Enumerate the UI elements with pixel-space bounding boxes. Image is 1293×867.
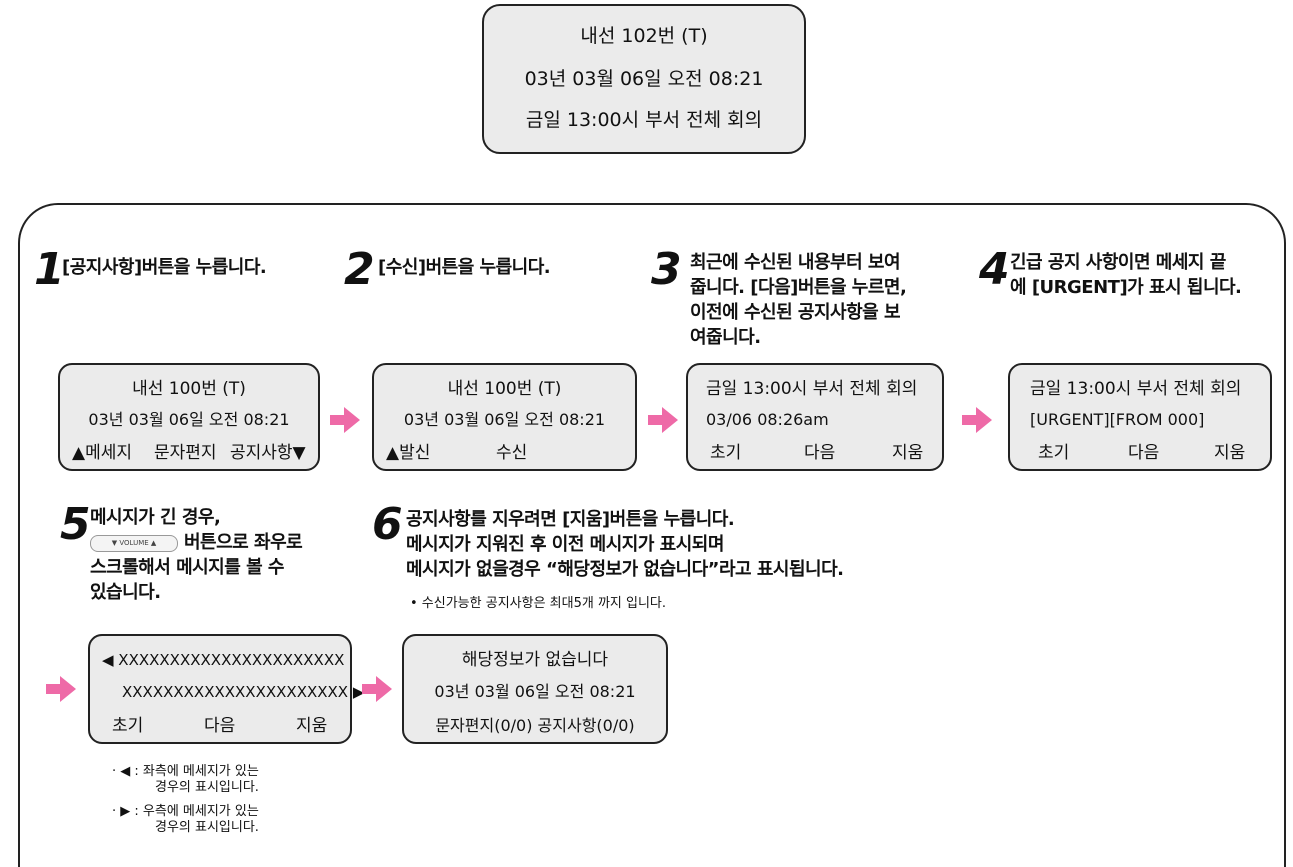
lcd-display-step4: 금일 13:00시 부서 전체 회의 [URGENT][FROM 000] 초기…	[1008, 363, 1272, 471]
d5-soft-reset: 초기	[112, 716, 144, 736]
arrow-right-icon	[330, 407, 360, 433]
d2-line3-left: ▲발신	[386, 443, 431, 463]
arrow-right-icon	[46, 676, 76, 702]
d5-line2: XXXXXXXXXXXXXXXXXXXXXX ▶	[122, 683, 365, 701]
d3-line1: 금일 13:00시 부서 전체 회의	[706, 379, 918, 399]
step-1-text: [공지사항]버튼을 누릅니다.	[62, 257, 267, 278]
step-2-text: [수신]버튼을 누릅니다.	[378, 257, 551, 278]
instruction-frame	[18, 203, 1286, 867]
d3-soft-delete: 지움	[892, 443, 924, 463]
step-6-number: 6	[372, 499, 403, 550]
top-lcd-line2: 03년 03월 06일 오전 08:21	[524, 68, 764, 90]
step-5-line-with-button: ▼ VOLUME ▲ 버튼으로 좌우로	[90, 530, 350, 555]
d6-line2: 03년 03월 06일 오전 08:21	[434, 682, 636, 701]
d5-soft-delete: 지움	[296, 716, 328, 736]
top-lcd-line3: 금일 13:00시 부서 전체 회의	[525, 109, 763, 131]
legend-right-line1: · ▶ : 우측에 메세지가 있는	[112, 804, 259, 819]
top-lcd-line1: 내선 102번 (T)	[580, 25, 708, 47]
d3-line2: 03/06 08:26am	[706, 410, 829, 429]
step-4-text: 긴급 공지 사항이면 메세지 끝 에 [URGENT]가 표시 됩니다.	[1010, 250, 1275, 300]
arrow-right-icon	[362, 676, 392, 702]
d6-line3: 문자편지(0/0) 공지사항(0/0)	[435, 716, 635, 735]
d2-line2: 03년 03월 06일 오전 08:21	[403, 410, 606, 429]
step-4-line: 긴급 공지 사항이면 메세지 끝	[1010, 252, 1226, 273]
step-3-number: 3	[651, 244, 682, 295]
d3-soft-next: 다음	[804, 443, 836, 463]
step-6-note: • 수신가능한 공지사항은 최대5개 까지 입니다.	[410, 596, 667, 611]
d4-line2: [URGENT][FROM 000]	[1030, 410, 1205, 429]
step-1-number: 1	[34, 244, 65, 295]
d1-line3-mid: 문자편지	[154, 443, 217, 463]
top-lcd-display: 내선 102번 (T) 03년 03월 06일 오전 08:21 금일 13:0…	[482, 4, 806, 154]
step-6-line: 메시지가 지워진 후 이전 메시지가 표시되며	[406, 534, 724, 555]
lcd-display-step2: 내선 100번 (T) 03년 03월 06일 오전 08:21 ▲발신 수신	[372, 363, 637, 471]
d4-soft-delete: 지움	[1214, 443, 1246, 463]
step-5-line: 스크롤해서 메시지를 볼 수	[90, 557, 284, 578]
step-3-line: 줍니다. [다음]버튼을 누르면,	[690, 277, 907, 298]
legend-left-arrow: · ◀ : 좌측에 메세지가 있는 경우의 표시입니다.	[112, 764, 259, 796]
legend-right-arrow: · ▶ : 우측에 메세지가 있는 경우의 표시입니다.	[112, 804, 259, 836]
volume-button-icon: ▼ VOLUME ▲	[90, 534, 178, 552]
step-5-number: 5	[60, 499, 91, 550]
d4-soft-next: 다음	[1128, 443, 1160, 463]
step-4-line: 에 [URGENT]가 표시 됩니다.	[1010, 277, 1242, 298]
d1-line2: 03년 03월 06일 오전 08:21	[88, 410, 290, 429]
d1-line1: 내선 100번 (T)	[132, 379, 246, 399]
legend-left-line2: 경우의 표시입니다.	[155, 780, 259, 795]
step-4-number: 4	[979, 244, 1010, 295]
step-2-number: 2	[344, 244, 375, 295]
step-3-line: 이전에 수신된 공지사항을 보	[690, 302, 901, 323]
step-5-text: 메시지가 긴 경우, ▼ VOLUME ▲ 버튼으로 좌우로 스크롤해서 메시지를…	[90, 505, 350, 605]
d1-line3-left: ▲메세지	[72, 443, 132, 463]
d6-line1: 해당정보가 없습니다	[461, 650, 609, 670]
step-3-line: 최근에 수신된 내용부터 보여	[690, 252, 901, 273]
d2-line1: 내선 100번 (T)	[447, 379, 562, 399]
lcd-display-step6: 해당정보가 없습니다 03년 03월 06일 오전 08:21 문자편지(0/0…	[402, 634, 668, 744]
step-5-line: 메시지가 긴 경우,	[90, 507, 221, 528]
lcd-display-step1: 내선 100번 (T) 03년 03월 06일 오전 08:21 ▲메세지 문자…	[58, 363, 320, 471]
d3-soft-reset: 초기	[710, 443, 742, 463]
step-6-line: 공지사항를 지우려면 [지움]버튼을 누릅니다.	[406, 509, 735, 530]
d1-line3-right: 공지사항▼	[230, 443, 306, 463]
step-5-line: 있습니다.	[90, 582, 161, 603]
arrow-right-icon	[962, 407, 992, 433]
legend-left-line1: · ◀ : 좌측에 메세지가 있는	[112, 764, 259, 779]
step-6-line: 메시지가 없을경우 “해당정보가 없습니다”라고 표시됩니다.	[406, 559, 844, 580]
step-6-text: 공지사항를 지우려면 [지움]버튼을 누릅니다. 메시지가 지워진 후 이전 메…	[406, 507, 946, 582]
d5-line1: ◀ XXXXXXXXXXXXXXXXXXXXXX	[102, 651, 345, 669]
d4-line1: 금일 13:00시 부서 전체 회의	[1030, 379, 1242, 399]
d4-soft-reset: 초기	[1038, 443, 1070, 463]
step-5-line: 버튼으로 좌우로	[184, 532, 303, 553]
d5-soft-next: 다음	[204, 716, 236, 736]
lcd-display-step5: ◀ XXXXXXXXXXXXXXXXXXXXXX XXXXXXXXXXXXXXX…	[88, 634, 364, 744]
lcd-display-step3: 금일 13:00시 부서 전체 회의 03/06 08:26am 초기 다음 지…	[686, 363, 944, 471]
d2-line3-mid: 수신	[496, 443, 528, 463]
step-3-text: 최근에 수신된 내용부터 보여 줍니다. [다음]버튼을 누르면, 이전에 수신…	[690, 250, 950, 350]
legend-right-line2: 경우의 표시입니다.	[155, 820, 259, 835]
arrow-right-icon	[648, 407, 678, 433]
step-3-line: 여줍니다.	[690, 327, 761, 348]
